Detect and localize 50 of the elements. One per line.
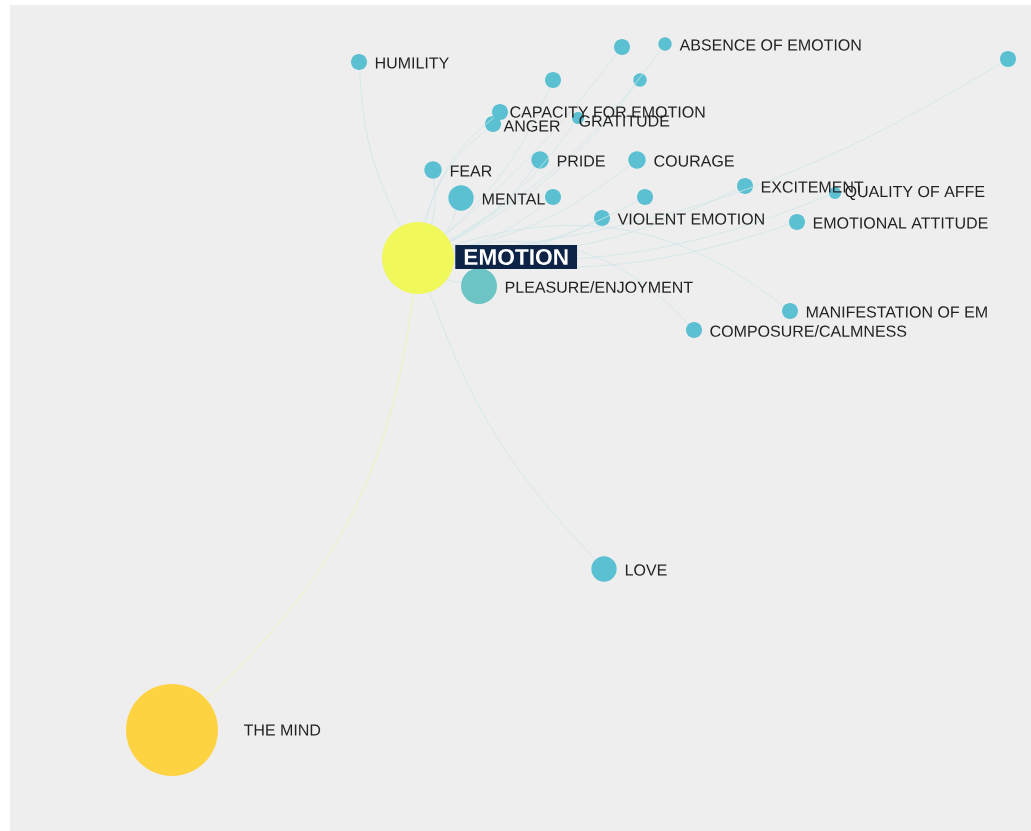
node-label: EMOTIONAL ATTITUDE — [813, 217, 988, 229]
node-circle — [351, 54, 367, 70]
node-circle — [424, 161, 442, 179]
node-label: ABSENCE OF EMOTION — [679, 39, 861, 51]
node-circle — [382, 222, 454, 294]
node-label: COMPOSURE/CALMNESS — [710, 325, 907, 337]
node-label: FEAR — [450, 165, 492, 177]
connector-line — [449, 122, 575, 241]
node-label: COURAGE — [654, 155, 734, 167]
connector-line — [446, 279, 462, 283]
connector-line — [445, 87, 550, 235]
node-circle — [126, 684, 218, 776]
node-circle — [461, 268, 497, 304]
node-label: PRIDE — [557, 155, 605, 167]
connector-line — [453, 62, 1002, 255]
connector-line — [424, 129, 488, 223]
empty-circle — [614, 39, 630, 55]
empty-circle — [545, 72, 561, 88]
connector-line — [450, 166, 535, 243]
connector-line — [445, 53, 618, 236]
node-circle — [628, 151, 646, 169]
empty-circle — [637, 189, 653, 205]
node-circle — [492, 104, 508, 120]
connector-line — [359, 69, 401, 227]
node-label: LOVE — [625, 564, 667, 576]
node-circle — [782, 303, 798, 319]
node-label: VIOLENT EMOTION — [617, 213, 764, 225]
connector-line — [429, 291, 596, 560]
node-circle — [594, 210, 610, 226]
connector-line — [205, 293, 414, 700]
highlighted-label: EMOTION — [455, 244, 578, 269]
node-circle — [686, 322, 702, 338]
node-circle — [789, 214, 805, 230]
connector-line — [444, 209, 457, 234]
node-circle — [531, 151, 549, 169]
empty-circle — [545, 189, 561, 205]
node-circle — [448, 185, 474, 211]
node-circle — [737, 178, 753, 194]
connector-line — [431, 178, 436, 225]
node-label: PLEASURE/ENJOYMENT — [505, 281, 693, 293]
connector-line — [449, 49, 662, 241]
empty-circle — [1000, 51, 1016, 67]
node-label: MANIFESTATION OF EM — [806, 306, 987, 318]
node-label: HUMILITY — [375, 57, 449, 69]
node-label: ANGER — [503, 120, 560, 132]
node-circle — [485, 116, 501, 132]
connector-line — [451, 225, 784, 307]
node-circle — [591, 556, 617, 582]
node-label: THE MIND — [243, 724, 321, 736]
node-label: MENTAL — [482, 193, 545, 205]
